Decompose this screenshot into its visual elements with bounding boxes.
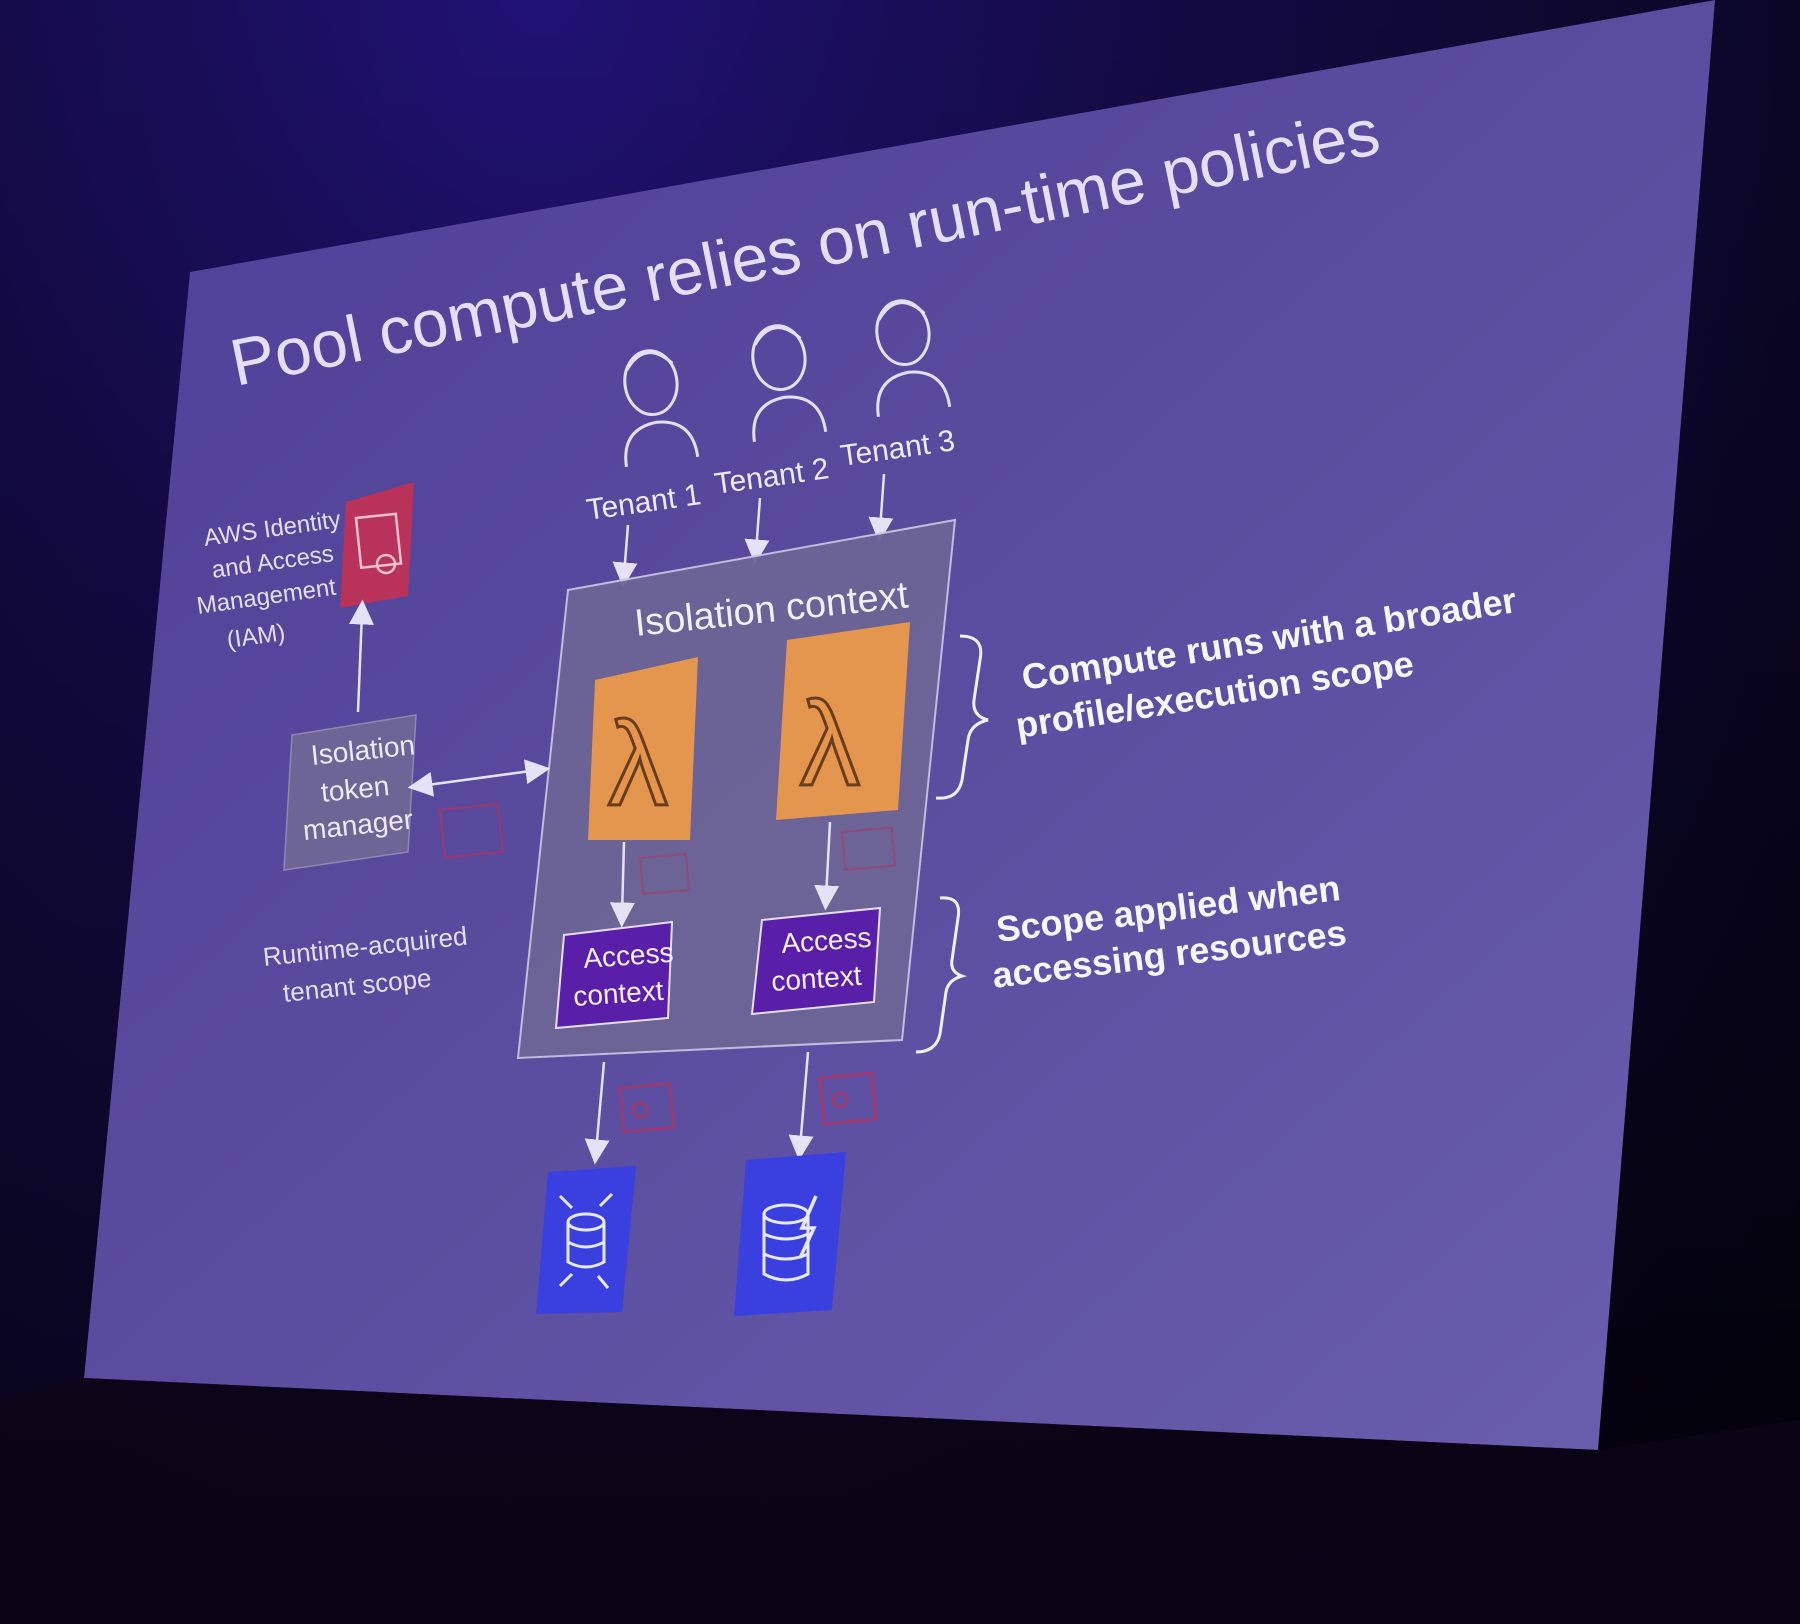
isolation-token-manager: Isolation token manager (283, 714, 417, 871)
access-context-line-1: Access (780, 922, 872, 959)
arrow-lambda-2-access (814, 821, 840, 911)
key-icon (618, 1082, 675, 1134)
dynamodb-table (734, 1152, 846, 1316)
token-manager-line-2: token (319, 770, 390, 808)
access-context-line-1: Access (582, 937, 674, 974)
key-icon (638, 852, 691, 895)
arrow-token-isolation (407, 759, 551, 797)
lambda-function-1: λ (588, 657, 698, 840)
arrow-lambda-1-access (609, 841, 635, 928)
user-icon (875, 299, 952, 418)
lambda-icon: λ (608, 697, 668, 831)
iam-icon (354, 512, 403, 570)
dynamodb-icon (762, 1195, 818, 1282)
key-icon (438, 802, 505, 860)
lambda-icon: λ (800, 677, 860, 811)
auditorium-floor (0, 1378, 1800, 1624)
arrow-iam-token (349, 599, 374, 713)
access-context-1: Access context (554, 920, 674, 1030)
compute-brace (935, 634, 989, 800)
screen-frame (0, 0, 1715, 1400)
rds-icon (558, 1192, 614, 1289)
key-icon (840, 826, 897, 871)
access-context-line-2: context (770, 960, 862, 997)
lambda-function-2: λ (776, 622, 910, 820)
key-icon (818, 1072, 878, 1126)
arrow-to-rds (584, 1061, 610, 1165)
scope-brace (915, 896, 968, 1054)
arrow-to-dynamodb (788, 1051, 814, 1161)
arrow-tenant-3 (868, 473, 894, 543)
access-context-2: Access context (750, 906, 882, 1016)
user-icon (751, 324, 828, 443)
iam-service (340, 482, 414, 608)
tenant-1: Tenant 1 (584, 349, 703, 527)
rds-database (536, 1166, 636, 1314)
arrow-tenant-1 (612, 524, 638, 588)
access-context-line-2: context (572, 975, 664, 1012)
user-icon (623, 349, 700, 468)
arrow-tenant-2 (744, 497, 770, 565)
